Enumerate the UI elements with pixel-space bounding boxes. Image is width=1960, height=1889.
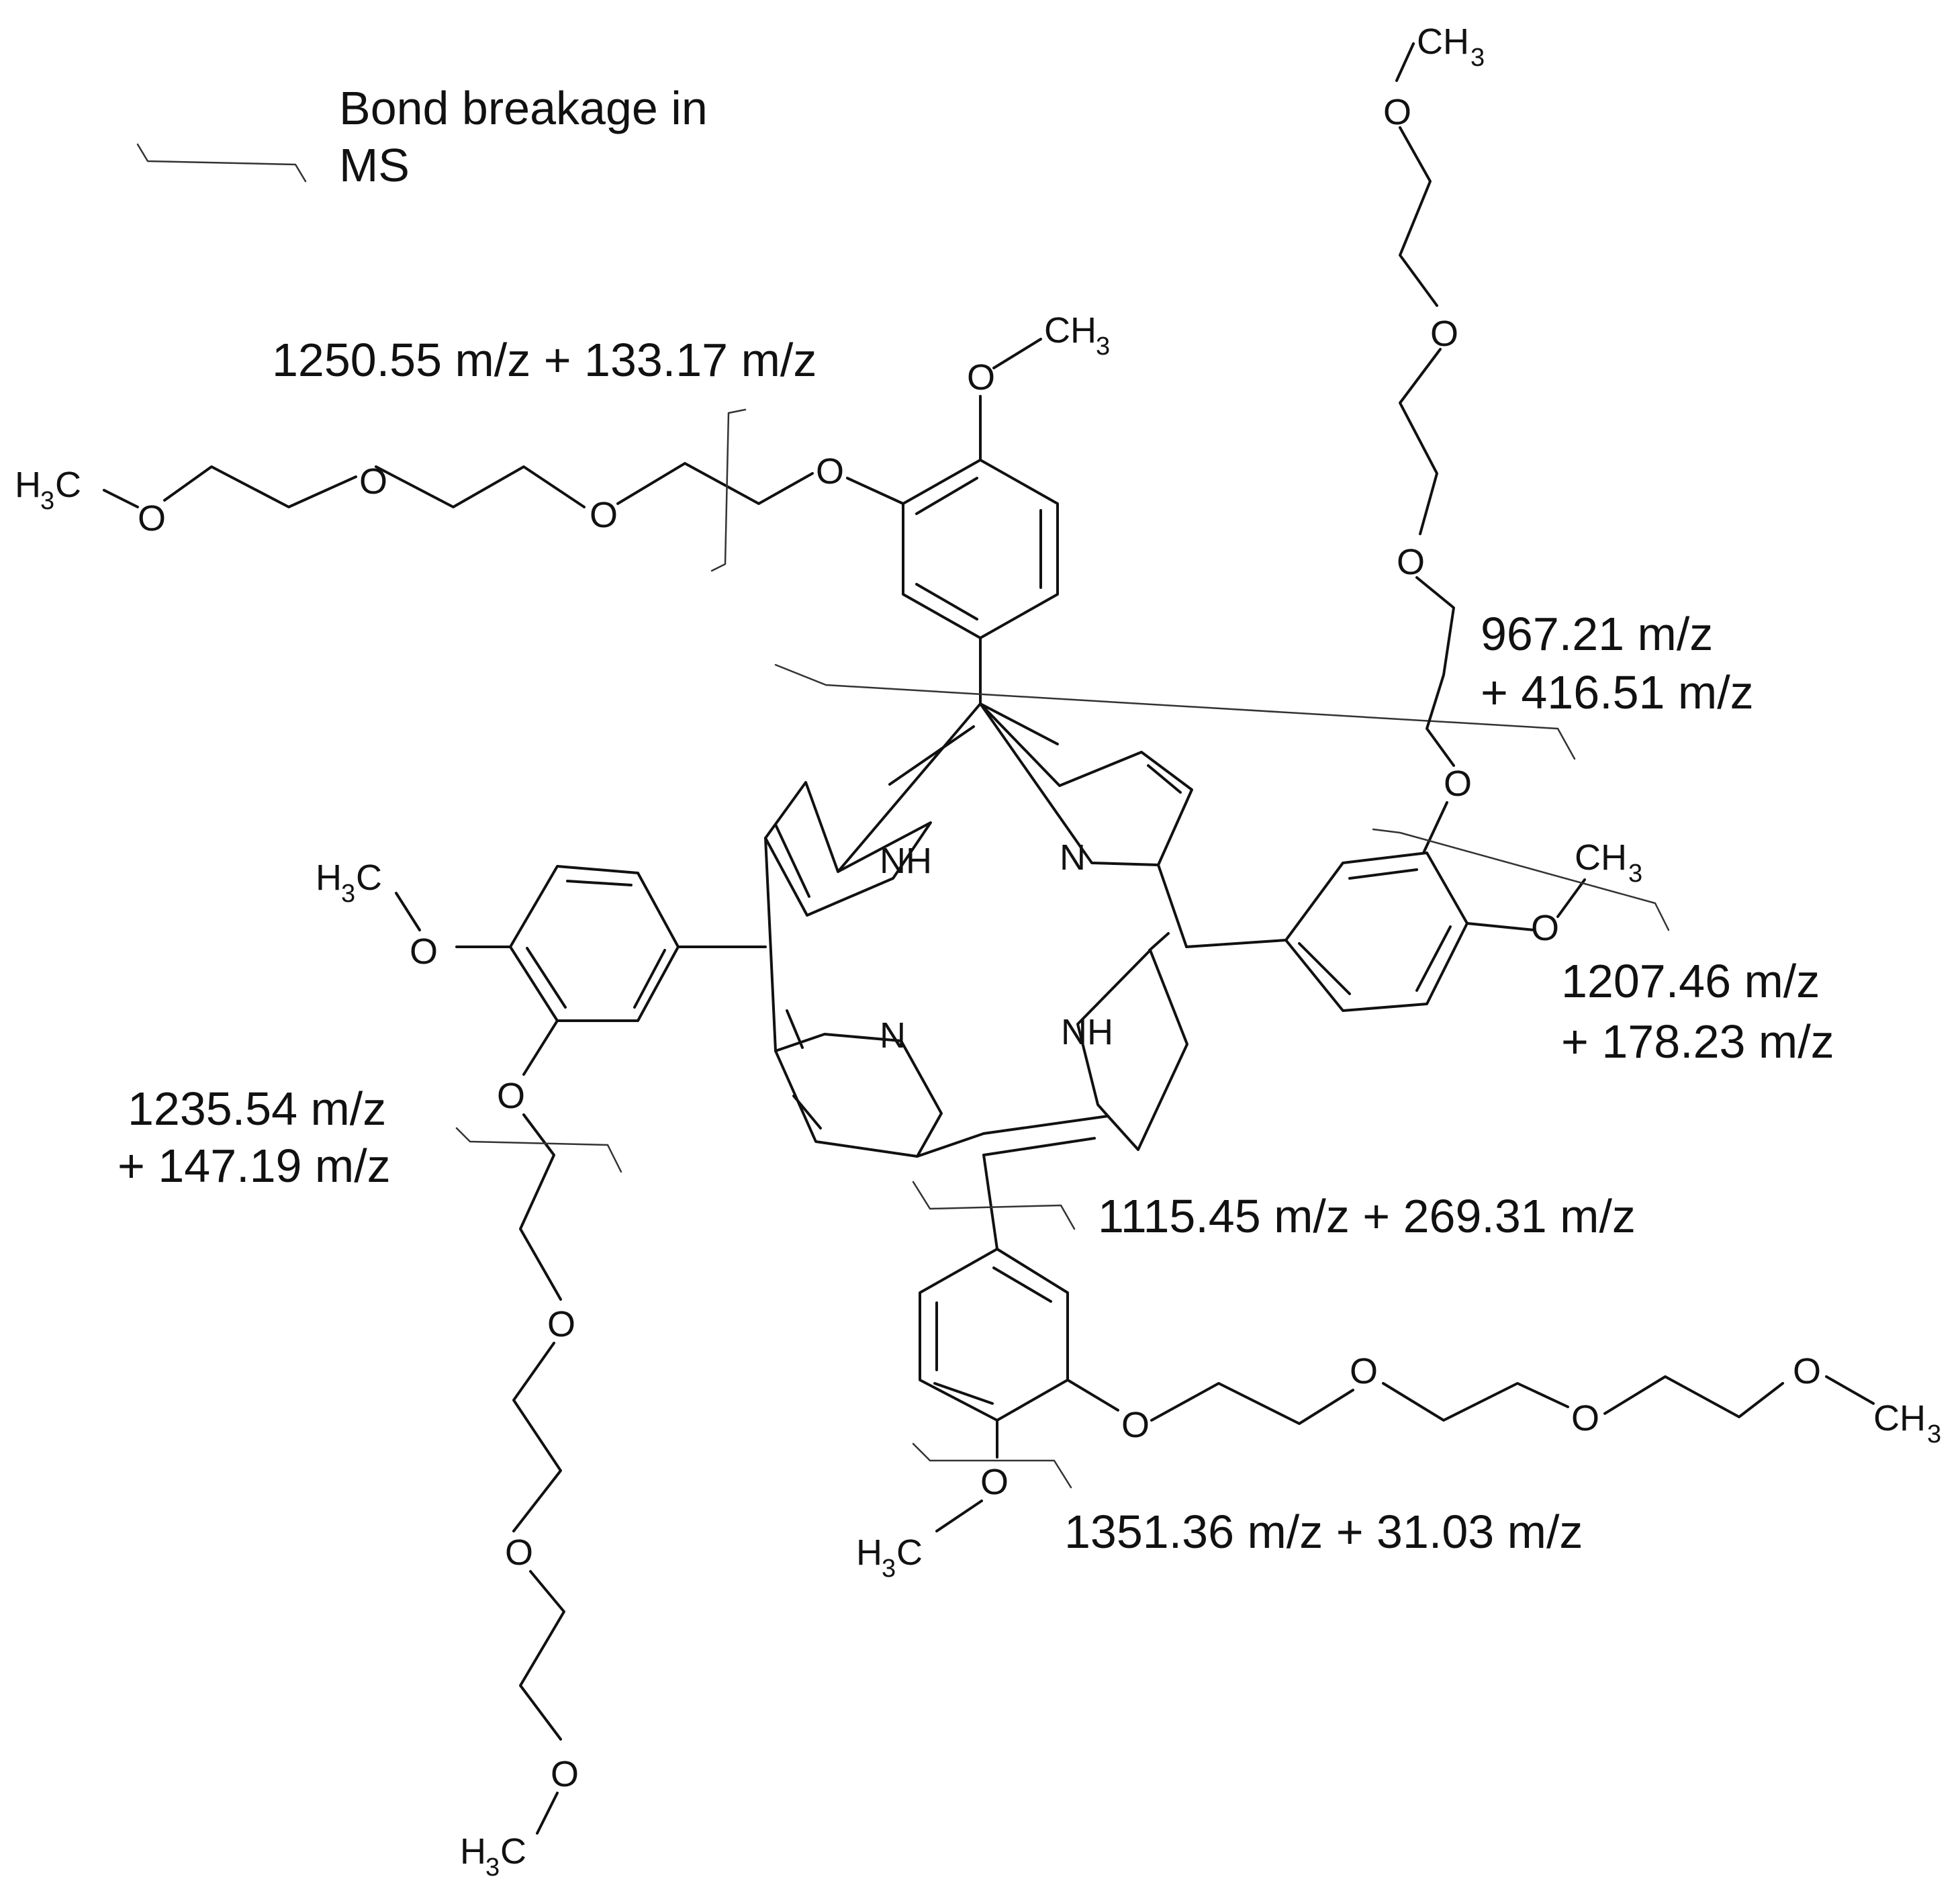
h3c-h: H [856, 1532, 882, 1573]
peg-segment [1399, 126, 1438, 307]
oxygen-label: O [1350, 1351, 1378, 1391]
ch3-c: CH [1873, 1398, 1926, 1438]
oxygen-label: O [551, 1754, 579, 1794]
ch3-c: CH [1417, 21, 1469, 62]
peg-chain-top-left [616, 462, 814, 505]
oxygen-label: O [816, 451, 844, 492]
peg-chain-left-3 [519, 1570, 565, 1741]
peg-chain-top-right: CH 3 O O O O 967.21 m/z + 416.51 m/z [1383, 21, 1754, 854]
legend-text-line1: Bond breakage in [339, 82, 708, 134]
meso-right [1157, 864, 1188, 948]
nh-label-2: NH [1061, 1012, 1113, 1052]
oxygen-label: O [1383, 92, 1411, 132]
h3c-sub: 3 [485, 1853, 500, 1882]
ch3-sub: 3 [1628, 860, 1642, 888]
h3c-h: H [316, 858, 342, 898]
bond-break-marker [912, 1442, 1072, 1489]
h3c-sub: 3 [40, 487, 54, 515]
oxygen-label: O [497, 1076, 525, 1116]
peg-chain-left-2 [512, 1342, 562, 1532]
meso-top [837, 702, 1059, 873]
annotation-bottom-mid: 1115.45 m/z + 269.31 m/z [1098, 1190, 1636, 1242]
h3c-c: C [55, 465, 81, 505]
oxygen-label: O [1793, 1351, 1821, 1391]
aryl-top: O CH 3 O O O O H 3 C 1250.55 m/z + 133.1… [15, 310, 1576, 760]
ch3-sub: 3 [1096, 332, 1110, 361]
benzene-ring-bottom [919, 1248, 1069, 1422]
oxygen-label: O [590, 495, 618, 535]
aryl-right: O CH 3 1207.46 m/z + 178.23 m/z [1185, 828, 1834, 1068]
bond-break-marker [1372, 828, 1670, 931]
peg-segment [1415, 576, 1455, 767]
h3c-c: C [356, 858, 382, 898]
oxygen-label: O [1121, 1405, 1150, 1445]
annotation-left-2: + 147.19 m/z [118, 1140, 391, 1192]
porphyrin-core: NH N N NH [764, 702, 1193, 1158]
oxygen-label: O [505, 1532, 533, 1573]
annotation-top-right-1: 967.21 m/z [1481, 608, 1713, 660]
oxygen-label: O [359, 461, 387, 502]
oxygen-label: O [980, 1462, 1009, 1502]
nh-label-1: NH [880, 841, 932, 881]
n-label-2: N [880, 1015, 906, 1056]
oxygen-label: O [1531, 908, 1559, 948]
oxygen-label: O [1444, 764, 1472, 804]
peg-chain-bottom-2 [1382, 1382, 1569, 1422]
h3c-h: H [15, 465, 41, 505]
n-label-1: N [1060, 837, 1086, 878]
oxygen-label: O [1571, 1398, 1599, 1438]
peg-chain-top-left-3 [163, 465, 357, 508]
ch3-c: CH [1575, 837, 1627, 878]
ch3-c: CH [1044, 310, 1096, 351]
annotation-left-1: 1235.54 m/z [128, 1082, 386, 1135]
h3c-h: H [460, 1831, 486, 1872]
legend-cut-symbol [136, 143, 307, 183]
ch3-sub: 3 [1471, 44, 1485, 72]
aryl-bottom: O H 3 C O O O O CH 3 1115.45 m/z + 269.3… [856, 1154, 1941, 1583]
benzene-ring-right [1285, 851, 1468, 1012]
bond-break-marker [710, 408, 747, 572]
annotation-top-left: 1250.55 m/z + 133.17 m/z [272, 334, 816, 386]
annotation-right-2: + 178.23 m/z [1561, 1015, 1834, 1068]
pyrrole-ring-bottom-left [774, 1033, 943, 1158]
oxygen-label: O [967, 357, 995, 398]
legend-text-line2: MS [339, 139, 410, 191]
h3c-c: C [896, 1532, 923, 1573]
meso-left [764, 837, 777, 1052]
annotation-right-1: 1207.46 m/z [1561, 955, 1820, 1007]
h3c-c: C [500, 1831, 526, 1872]
bond-break-marker [774, 663, 1576, 760]
h3c-sub: 3 [882, 1555, 896, 1583]
annotation-bottom: 1351.36 m/z + 31.03 m/z [1064, 1506, 1583, 1558]
ch3-sub: 3 [1927, 1420, 1941, 1448]
pyrrole-ring-top-right [979, 702, 1193, 866]
oxygen-label: O [1397, 542, 1425, 582]
h3c-sub: 3 [341, 880, 355, 908]
oxygen-label: O [547, 1304, 575, 1344]
benzene-ring-top [902, 459, 1059, 639]
oxygen-label: O [1430, 314, 1458, 354]
benzene-ring-left [509, 865, 680, 1022]
peg-segment [1399, 348, 1442, 535]
meso-bottom [916, 1115, 1109, 1158]
peg-chain-bottom-3 [1603, 1375, 1784, 1418]
oxygen-label: O [138, 498, 166, 539]
legend: Bond breakage in MS [136, 82, 708, 191]
bond-break-marker [455, 1127, 622, 1173]
peg-chain-left [519, 1113, 562, 1301]
peg-chain-top-left-2 [375, 465, 586, 508]
annotation-top-right-2: + 416.51 m/z [1481, 666, 1754, 719]
bond-break-marker [912, 1181, 1076, 1230]
peg-chain-bottom [1150, 1382, 1354, 1425]
oxygen-label: O [410, 931, 438, 972]
aryl-left: O H 3 C O O O O H 3 C 1235.54 m/z + 147.… [118, 858, 767, 1882]
